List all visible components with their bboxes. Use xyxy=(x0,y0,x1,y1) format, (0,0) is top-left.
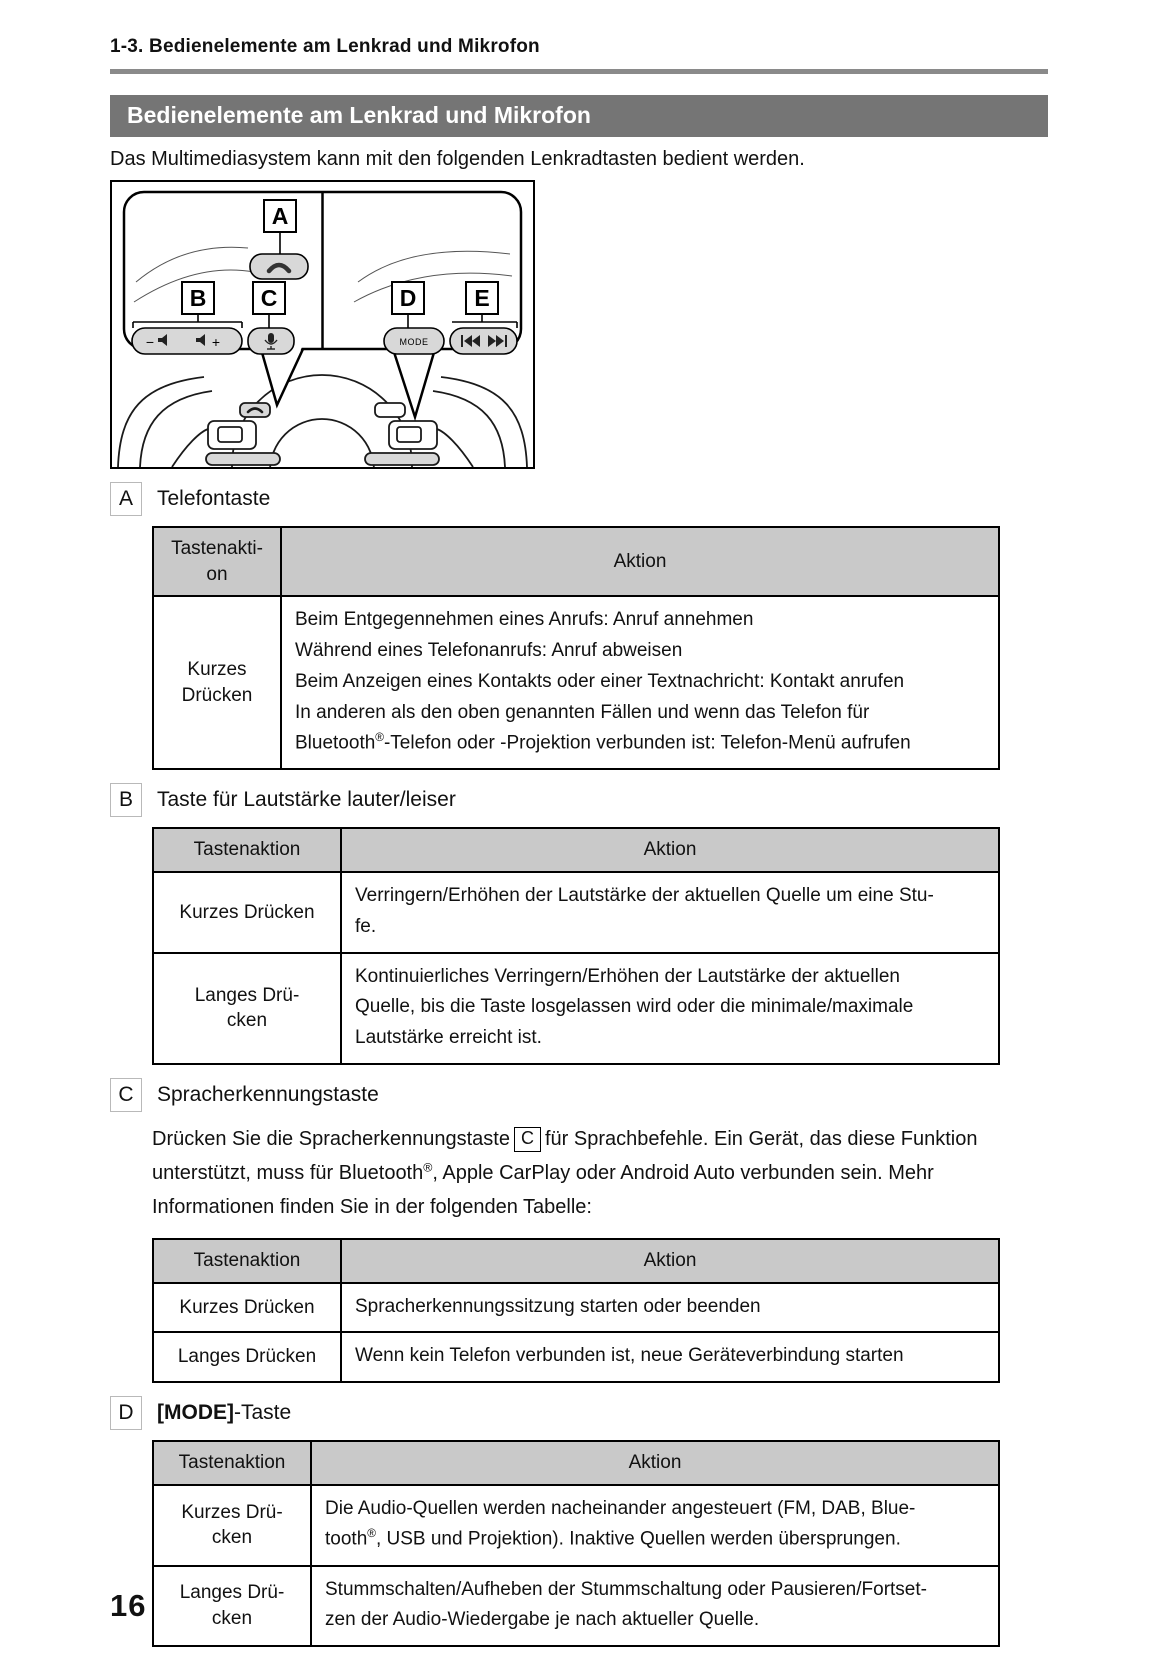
table-d-row2-desc: Stummschalten/Aufheben der Stummschaltun… xyxy=(310,1564,1000,1648)
table-row: Kurzes Drü- cken Die Audio-Quellen werde… xyxy=(152,1483,1000,1567)
mode-button: MODE xyxy=(383,327,445,355)
table-b-row2-action: Langes Drü- cken xyxy=(152,951,342,1065)
section-b-label: B xyxy=(110,783,142,818)
wheel-mode-bar-small xyxy=(364,452,440,466)
table-row: Kurzes Drücken Beim Entgegennehmen eines… xyxy=(152,595,1000,771)
steering-wheel-svg: A B C − + xyxy=(117,190,528,556)
voice-button xyxy=(247,327,295,355)
table-c-row2-desc: Wenn kein Telefon verbunden ist, neue Ge… xyxy=(340,1331,1000,1384)
page-number: 16 xyxy=(110,1588,147,1623)
table-a-col2-header: Aktion xyxy=(280,525,1000,598)
mode-button-label: MODE xyxy=(400,337,429,347)
section-a-title: Telefontaste xyxy=(157,487,271,510)
table-row: Kurzes Drücken Spracherkennungssitzung s… xyxy=(152,1281,1000,1334)
table-row: Langes Drü- cken Stummschalten/Aufheben … xyxy=(152,1564,1000,1648)
section-d-title-rest: -Taste xyxy=(234,1401,292,1425)
callout-label-d: D xyxy=(400,285,417,311)
microphone-icon xyxy=(264,333,278,350)
section-c-label: C xyxy=(110,1077,142,1112)
wheel-volume-bar-small xyxy=(205,452,281,466)
callout-label-a-box xyxy=(263,199,297,233)
table-b-row1-desc: Verringern/Erhöhen der Lautstärke der ak… xyxy=(340,871,1000,954)
table-row: Langes Drü- cken Kontinuierliches Verrin… xyxy=(152,951,1000,1065)
table-b-col1-header: Tastenaktion xyxy=(152,827,342,874)
steering-wheel-illustration: A B C − + xyxy=(110,180,535,556)
callout-label-d-box xyxy=(391,281,425,315)
seek-back-icon xyxy=(461,335,480,347)
table-row: Kurzes Drücken Verringern/Erhöhen der La… xyxy=(152,871,1000,954)
phone-icon xyxy=(266,262,292,274)
section-a-label: A xyxy=(110,482,142,516)
callout-label-a: A xyxy=(272,203,289,229)
table-c-col2-header: Aktion xyxy=(340,1237,1000,1284)
section-c-head: C Spracherkennungstaste xyxy=(110,1077,1048,1112)
table-a-col1-header: Tastenakti- on xyxy=(152,525,282,598)
volume-minus-label: − xyxy=(146,334,154,350)
table-d-col2-header: Aktion xyxy=(310,1440,1000,1486)
wheel-contours xyxy=(133,246,513,303)
breadcrumb: 1-3. Bedienelemente am Lenkrad und Mikro… xyxy=(110,36,540,57)
table-d-col1-header: Tastenaktion xyxy=(152,1440,312,1486)
speaker-down-icon xyxy=(158,334,167,346)
section-d-label: D xyxy=(110,1396,142,1431)
section-a-head: A Telefontaste xyxy=(110,482,1048,516)
section-d-head: D [MODE]-Taste xyxy=(110,1396,1048,1431)
callout-leaders-left xyxy=(132,314,270,328)
phone-button xyxy=(249,232,309,280)
steering-wheel xyxy=(117,374,528,556)
section-b-title: Taste für Lautstärke lauter/leiser xyxy=(157,788,456,812)
table-b-row1-action: Kurzes Drücken xyxy=(152,871,342,954)
volume-plus-label: + xyxy=(212,334,220,350)
callout-leaders-right xyxy=(407,314,518,328)
table-c-row1-action: Kurzes Drücken xyxy=(152,1281,342,1334)
table-c-row2-action: Langes Drücken xyxy=(152,1331,342,1384)
section-d-title-key: [MODE] xyxy=(157,1401,234,1425)
table-a-row1-desc: Beim Entgegennehmen eines Anrufs: Anruf … xyxy=(280,595,1000,771)
wheel-phone-button-small xyxy=(239,402,271,418)
section-b-head: B Taste für Lautstärke lauter/leiser xyxy=(110,783,1048,818)
section-d-title: [MODE]-Taste xyxy=(157,1401,291,1425)
section-b-table: Tastenaktion Aktion Kurzes Drücken Verri… xyxy=(152,827,1000,1065)
callout-label-c: C xyxy=(261,285,278,311)
header-rule xyxy=(110,69,1048,74)
seek-button xyxy=(449,327,518,355)
page-title: Bedienelemente am Lenkrad und Mikrofon xyxy=(110,95,1048,137)
table-a-row1-action: Kurzes Drücken xyxy=(152,595,282,771)
table-c-row1-desc: Spracherkennungssitzung starten oder bee… xyxy=(340,1281,1000,1334)
callout-bubble xyxy=(122,190,523,351)
table-row: Langes Drücken Wenn kein Telefon verbund… xyxy=(152,1331,1000,1384)
section-c-title: Spracherkennungstaste xyxy=(157,1082,379,1106)
section-d-table: Tastenaktion Aktion Kurzes Drü- cken Die… xyxy=(152,1440,1000,1648)
table-b-row2-desc: Kontinuierliches Verringern/Erhöhen der … xyxy=(340,951,1000,1065)
table-d-row2-action: Langes Drü- cken xyxy=(152,1564,312,1648)
callout-label-e: E xyxy=(474,285,489,311)
table-d-row1-desc: Die Audio-Quellen werden nacheinander an… xyxy=(310,1483,1000,1567)
table-b-col2-header: Aktion xyxy=(340,827,1000,874)
table-c-col1-header: Tastenaktion xyxy=(152,1237,342,1284)
section-a-table: Tastenakti- on Aktion Kurzes Drücken Bei… xyxy=(152,525,1000,771)
section-c-table: Tastenaktion Aktion Kurzes Drücken Sprac… xyxy=(152,1237,1000,1384)
speaker-up-icon xyxy=(196,334,205,346)
table-d-row1-action: Kurzes Drü- cken xyxy=(152,1483,312,1567)
callout-tails xyxy=(259,347,437,422)
section-c-paragraph-before: Drücken Sie die Spracherkennungstaste xyxy=(152,1127,510,1150)
inline-key-c: C xyxy=(514,1126,541,1152)
callout-label-b: B xyxy=(190,285,207,311)
seek-forward-icon xyxy=(488,335,507,347)
section-c-paragraph-after: für Sprachbefehle. Ein Gerät, das diese … xyxy=(152,1127,978,1218)
volume-button: − + xyxy=(131,327,243,355)
intro-text: Das Multimediasystem kann mit den folgen… xyxy=(110,148,805,170)
